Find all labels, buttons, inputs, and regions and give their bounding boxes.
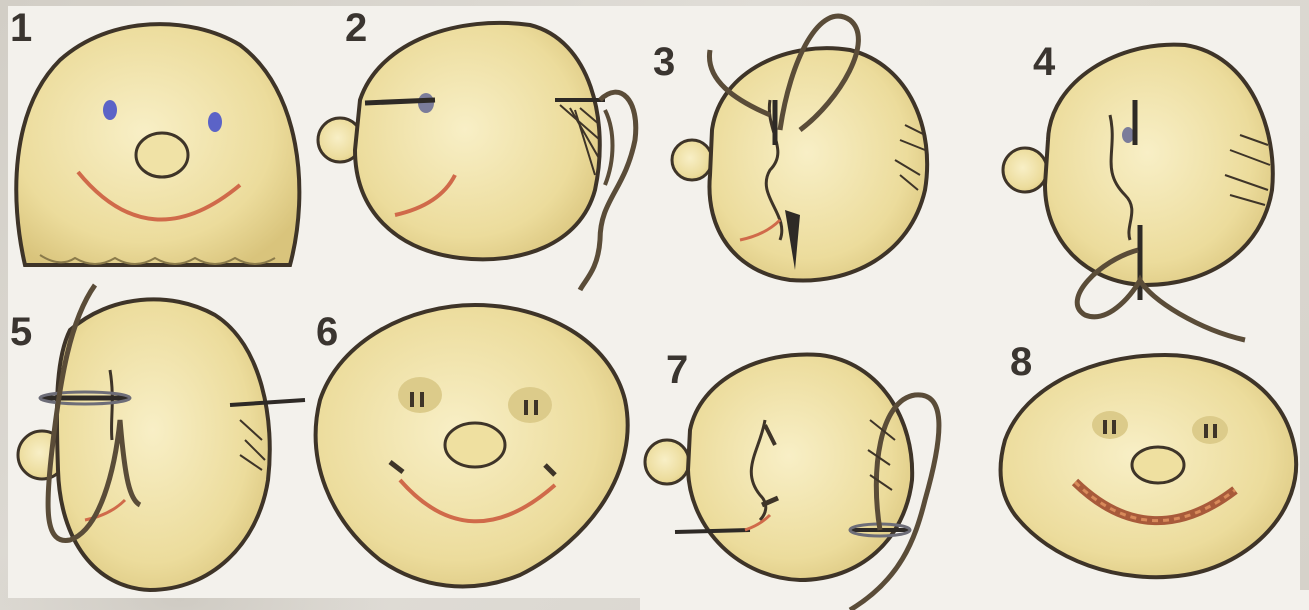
step-number-8: 8 — [1010, 342, 1032, 382]
step-number-7: 7 — [666, 350, 688, 390]
ear — [645, 440, 689, 484]
needle — [365, 100, 435, 103]
step-number-2: 2 — [345, 8, 367, 48]
nose — [445, 423, 505, 467]
step-2-face — [318, 23, 636, 290]
left-eye — [103, 100, 117, 120]
step-4-face — [1003, 45, 1273, 340]
step-5-face — [18, 285, 305, 590]
right-eye — [208, 112, 222, 132]
step-number-4: 4 — [1033, 42, 1055, 82]
ear — [672, 140, 712, 180]
needle — [675, 530, 750, 532]
step-3-face — [672, 16, 927, 280]
nose — [1132, 447, 1184, 483]
step-1-face — [16, 24, 299, 265]
ear — [1003, 148, 1047, 192]
nose — [136, 133, 188, 177]
step-8-face — [1001, 355, 1297, 577]
step-7-face — [645, 354, 939, 610]
step-number-5: 5 — [10, 312, 32, 352]
step-6-face — [316, 305, 628, 586]
step-number-6: 6 — [316, 312, 338, 352]
step-number-3: 3 — [653, 42, 675, 82]
step-number-1: 1 — [10, 8, 32, 48]
